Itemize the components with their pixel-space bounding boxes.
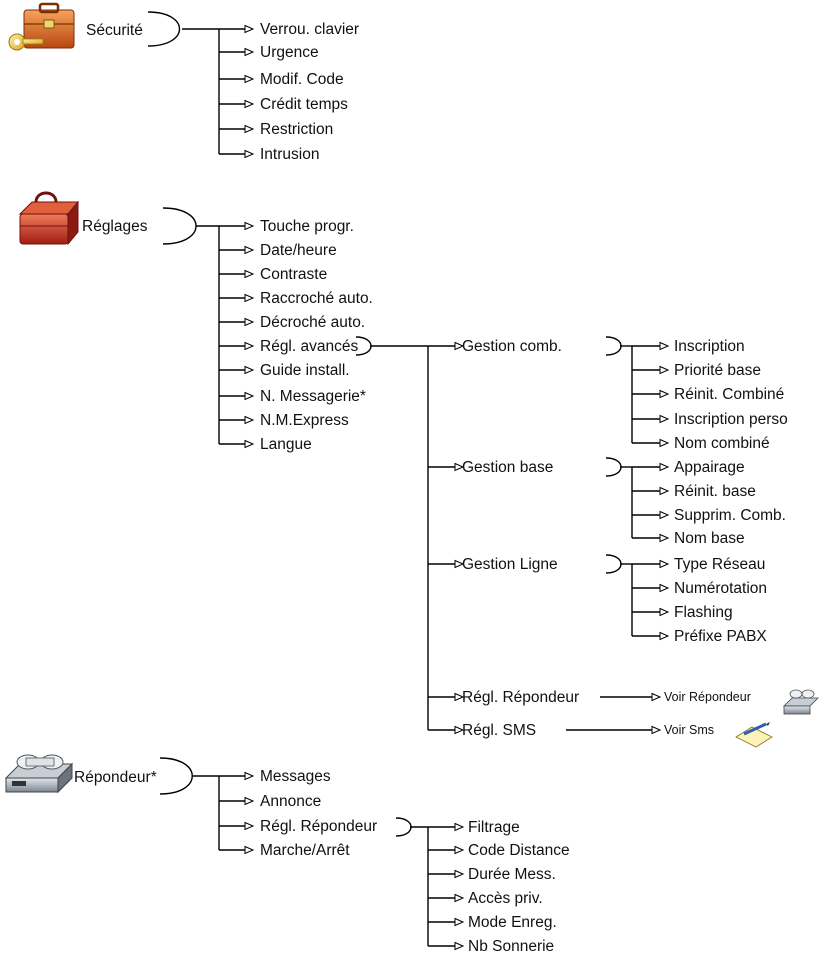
menu-item[interactable]: Régl. avancés bbox=[260, 338, 358, 355]
menu-item[interactable]: Restriction bbox=[260, 121, 333, 138]
menu-item[interactable]: Décroché auto. bbox=[260, 314, 365, 331]
menu-item[interactable]: Touche progr. bbox=[260, 218, 354, 235]
menu-item[interactable]: Date/heure bbox=[260, 242, 337, 259]
menu-item[interactable]: Nom combiné bbox=[674, 435, 770, 452]
menu-item[interactable]: Appairage bbox=[674, 459, 745, 476]
menu-title-repondeur[interactable]: Répondeur* bbox=[74, 769, 157, 786]
menu-item[interactable]: Flashing bbox=[674, 604, 733, 621]
menu-title-reglages[interactable]: Réglages bbox=[82, 218, 148, 235]
menu-item[interactable]: Numérotation bbox=[674, 580, 767, 597]
menu-item[interactable]: Gestion Ligne bbox=[462, 556, 558, 573]
link-voir-repondeur[interactable]: Voir Répondeur bbox=[664, 690, 751, 704]
menu-title-securite[interactable]: Sécurité bbox=[86, 22, 143, 39]
menu-item[interactable]: Supprim. Comb. bbox=[674, 507, 786, 524]
menu-item[interactable]: Code Distance bbox=[468, 842, 570, 859]
menu-item[interactable]: Accès priv. bbox=[468, 890, 543, 907]
menu-item[interactable]: Mode Enreg. bbox=[468, 914, 557, 931]
link-voir-sms[interactable]: Voir Sms bbox=[664, 723, 714, 737]
menu-item[interactable]: Verrou. clavier bbox=[260, 21, 359, 38]
menu-item[interactable]: Type Réseau bbox=[674, 556, 765, 573]
menu-item[interactable]: Marche/Arrêt bbox=[260, 842, 350, 859]
briefcase-key-icon bbox=[8, 2, 75, 51]
menu-item[interactable]: N.M.Express bbox=[260, 412, 349, 429]
menu-item[interactable]: Inscription perso bbox=[674, 411, 788, 428]
answering-machine-small-icon bbox=[783, 689, 819, 715]
arrowheads bbox=[244, 24, 670, 951]
menu-item[interactable]: Filtrage bbox=[468, 819, 520, 836]
menu-item[interactable]: Guide install. bbox=[260, 362, 350, 379]
menu-item[interactable]: Préfixe PABX bbox=[674, 628, 767, 645]
menu-item[interactable]: Réinit. base bbox=[674, 483, 756, 500]
menu-item[interactable]: Nom base bbox=[674, 530, 745, 547]
answering-machine-icon bbox=[4, 754, 74, 794]
menu-item[interactable]: Réinit. Combiné bbox=[674, 386, 784, 403]
menu-item[interactable]: Régl. Répondeur bbox=[260, 818, 377, 835]
menu-item[interactable]: Crédit temps bbox=[260, 96, 348, 113]
toolbox-icon bbox=[18, 191, 80, 246]
menu-item[interactable]: Régl. SMS bbox=[462, 722, 536, 739]
menu-item[interactable]: Régl. Répondeur bbox=[462, 689, 579, 706]
menu-item[interactable]: Gestion base bbox=[462, 459, 553, 476]
menu-item[interactable]: Raccroché auto. bbox=[260, 290, 373, 307]
menu-item[interactable]: Annonce bbox=[260, 793, 321, 810]
menu-item[interactable]: Urgence bbox=[260, 44, 319, 61]
envelope-pencil-icon bbox=[735, 722, 773, 748]
menu-item[interactable]: Durée Mess. bbox=[468, 866, 556, 883]
menu-item[interactable]: Contraste bbox=[260, 266, 327, 283]
menu-item[interactable]: Gestion comb. bbox=[462, 338, 562, 355]
menu-item[interactable]: Modif. Code bbox=[260, 71, 344, 88]
connector-lines bbox=[147, 11, 660, 947]
menu-item[interactable]: Messages bbox=[260, 768, 331, 785]
menu-item[interactable]: Langue bbox=[260, 436, 312, 453]
menu-item[interactable]: Priorité base bbox=[674, 362, 761, 379]
menu-item[interactable]: Intrusion bbox=[260, 146, 319, 163]
menu-item[interactable]: N. Messagerie* bbox=[260, 388, 366, 405]
menu-item[interactable]: Inscription bbox=[674, 338, 745, 355]
menu-item[interactable]: Nb Sonnerie bbox=[468, 938, 554, 955]
